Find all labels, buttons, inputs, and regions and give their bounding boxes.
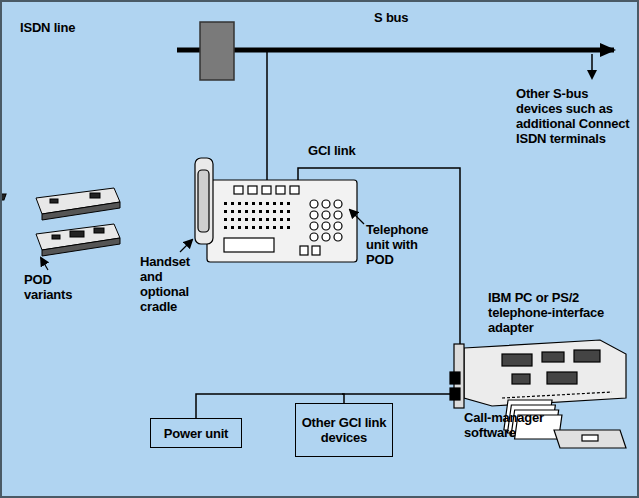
leader-arrow [180, 240, 192, 252]
label-text: Call-manager software [464, 410, 556, 440]
leader-arrow [41, 258, 48, 270]
label-text: Other S-bus devices such as additional C… [516, 86, 632, 146]
label-text: GCI link [308, 143, 388, 158]
bus-drop-wire [266, 52, 268, 180]
label-text: Handset and optional cradle [140, 254, 202, 314]
box-label: Power unit [164, 426, 228, 441]
gci-bus-wire [342, 393, 454, 395]
label-text: IBM PC or PS/2 telephone-interface adapt… [488, 290, 628, 335]
process-box: Other GCI link devices [295, 403, 393, 457]
telephone-unit [195, 158, 357, 262]
label-text: POD variants [24, 272, 94, 302]
leader-arrow [350, 210, 364, 224]
s-bus-line [177, 48, 614, 53]
label-text: ISDN line [20, 20, 120, 35]
process-box: Power unit [150, 418, 242, 448]
box-label: Other GCI link devices [301, 415, 387, 445]
network-terminator [200, 22, 234, 80]
adapter-card [450, 340, 626, 408]
label-text: Telephone unit with POD [366, 222, 442, 267]
label-text: S bus [374, 10, 454, 25]
pod-boards [2, 188, 120, 256]
pointer-arrow [591, 54, 593, 78]
